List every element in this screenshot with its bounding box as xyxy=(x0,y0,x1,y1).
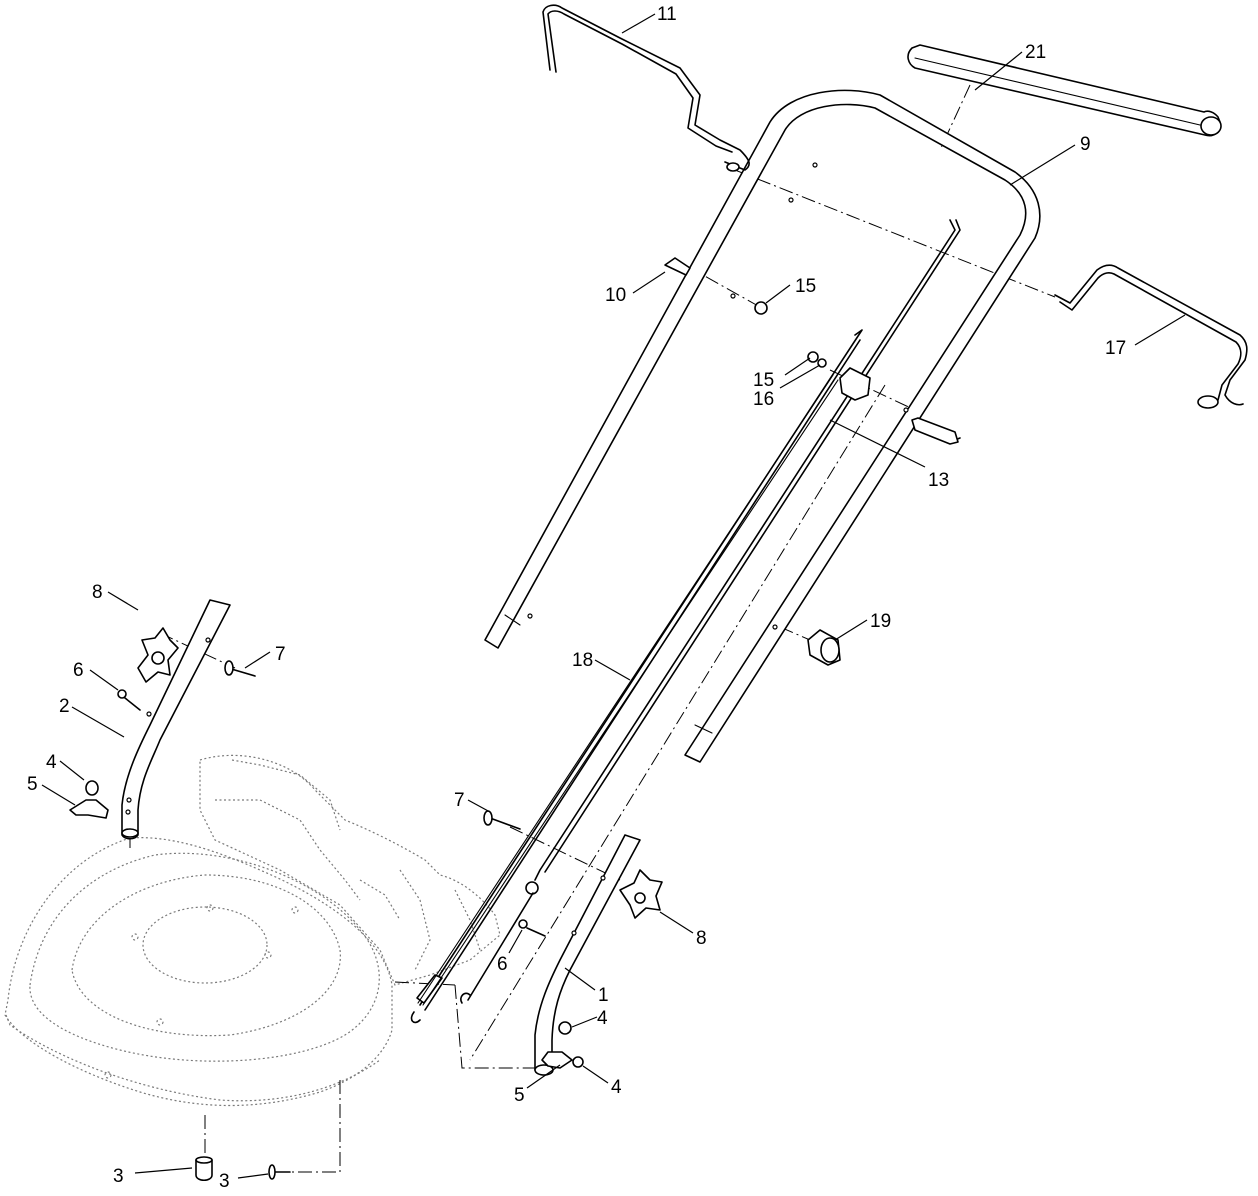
leader-lines xyxy=(41,13,1186,1179)
carriage-bolts xyxy=(224,660,521,830)
callout-7-right: 7 xyxy=(454,790,465,811)
callout-9: 9 xyxy=(1080,134,1091,155)
washers-and-brackets xyxy=(69,780,584,1069)
assembly-centerlines xyxy=(129,84,1056,1173)
callout-18: 18 xyxy=(572,650,593,671)
upper-handle xyxy=(484,89,1041,763)
callout-3-right: 3 xyxy=(219,1171,230,1192)
callout-15-upper: 15 xyxy=(795,276,816,297)
callout-5-left: 5 xyxy=(27,774,38,795)
lower-handle-right xyxy=(534,834,641,1076)
lock-nuts xyxy=(754,301,827,368)
callout-4-left: 4 xyxy=(46,752,57,773)
callout-8-left: 8 xyxy=(92,582,103,603)
cable-rod xyxy=(410,329,863,1024)
callout-10: 10 xyxy=(605,285,626,306)
callout-6-right: 6 xyxy=(497,954,508,975)
callout-13: 13 xyxy=(928,470,949,491)
mower-deck xyxy=(4,754,501,1107)
callout-11: 11 xyxy=(657,4,677,25)
callout-2: 2 xyxy=(59,696,70,717)
callout-17: 17 xyxy=(1105,338,1126,359)
bail-lower xyxy=(1054,264,1248,409)
deck-bolts xyxy=(195,1156,291,1182)
lower-handle-left xyxy=(121,599,231,840)
handle-knobs xyxy=(137,627,663,919)
bail-upper xyxy=(542,4,750,172)
callout-15-lower: 15 xyxy=(753,370,774,391)
callout-21: 21 xyxy=(1025,42,1046,63)
screws xyxy=(117,689,546,937)
callout-6-left: 6 xyxy=(73,660,84,681)
callout-5-right: 5 xyxy=(514,1085,525,1106)
cable-adjuster xyxy=(807,629,841,666)
callout-8-right: 8 xyxy=(696,928,707,949)
callout-4-right-upper: 4 xyxy=(597,1008,608,1029)
callout-19: 19 xyxy=(870,611,891,632)
cable-bracket xyxy=(839,367,961,445)
callout-labels: 11 21 9 10 15 17 15 16 13 8 7 6 2 19 18 … xyxy=(27,4,1126,1192)
cable-clip xyxy=(664,257,691,276)
callout-4-right-lower: 4 xyxy=(611,1077,622,1098)
handle-grip xyxy=(907,44,1222,137)
callout-7-left: 7 xyxy=(275,644,286,665)
control-cable xyxy=(460,219,961,1004)
callout-16: 16 xyxy=(753,389,774,410)
callout-3-left: 3 xyxy=(113,1166,124,1187)
callout-1: 1 xyxy=(598,985,609,1006)
